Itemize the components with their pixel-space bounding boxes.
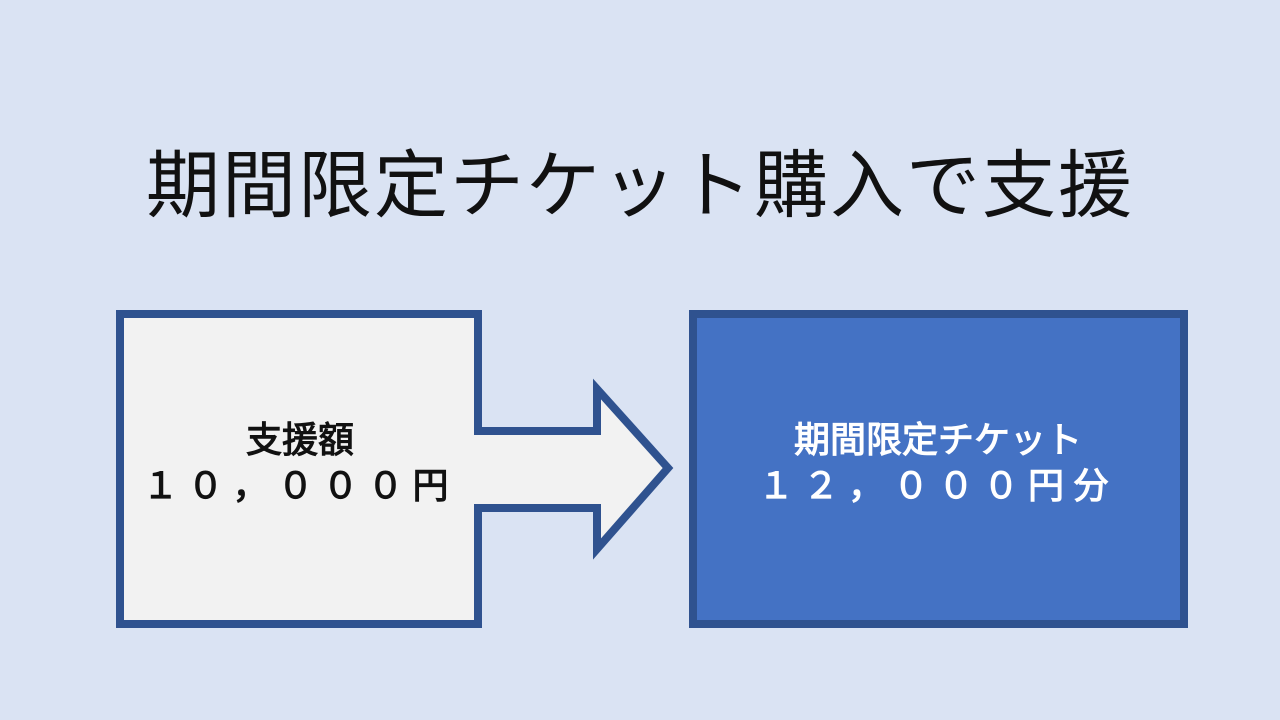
- ticket-box: [689, 310, 1188, 628]
- ticket-label: 期間限定チケット １２，０００円分: [693, 418, 1183, 510]
- support-amount-heading: 支援額: [245, 420, 354, 461]
- support-amount-box-with-arrow: [116, 310, 674, 628]
- support-amount-label: 支援額 １０，０００円: [120, 418, 480, 510]
- page-title: 期間限定チケット購入で支援: [146, 143, 1134, 229]
- ticket-value: １２，０００円分: [757, 466, 1118, 507]
- support-amount-value: １０，０００円: [142, 466, 458, 507]
- ticket-heading: 期間限定チケット: [793, 420, 1082, 461]
